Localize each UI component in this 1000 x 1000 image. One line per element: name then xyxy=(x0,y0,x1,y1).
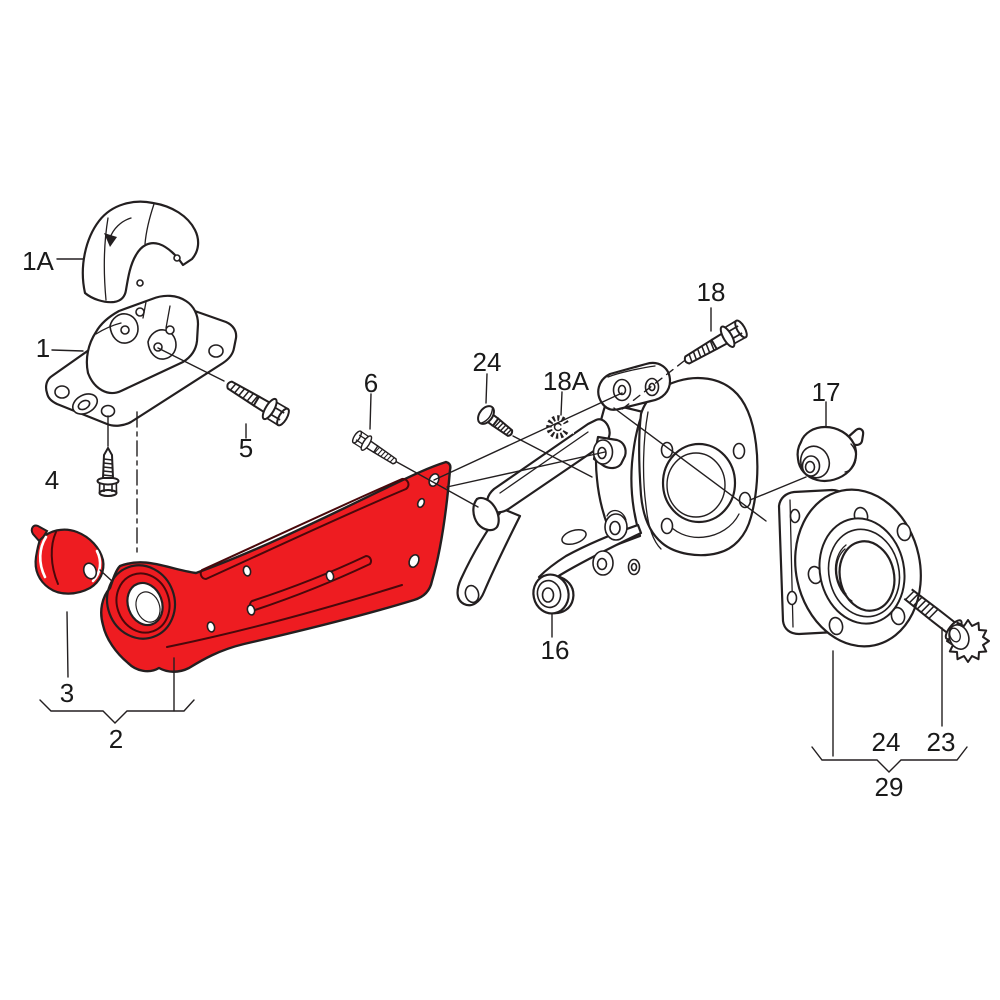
mounting-bracket-part-1 xyxy=(44,294,238,427)
callout-18a: 18A xyxy=(543,366,590,396)
leader-line xyxy=(157,347,225,382)
callout-1a: 1A xyxy=(22,246,54,276)
screw-part-4 xyxy=(96,445,120,497)
callout-3: 3 xyxy=(60,678,74,708)
leader-line xyxy=(485,373,488,404)
trailing-arm-part-2 xyxy=(100,460,452,673)
wheel-hub-part xyxy=(777,488,922,648)
wheel-bearing-housing xyxy=(456,361,759,607)
callout-24-bottom: 24 xyxy=(872,727,901,757)
hex-bolt-part-6 xyxy=(349,427,402,470)
axle-bolt-part-23 xyxy=(903,588,990,663)
callout-29: 29 xyxy=(875,772,904,802)
callout-4: 4 xyxy=(45,465,59,495)
leader-line xyxy=(749,476,807,501)
callout-18: 18 xyxy=(697,277,726,307)
leader-line xyxy=(369,393,372,430)
hex-bolt-part-18 xyxy=(678,316,752,373)
leader-line xyxy=(512,435,593,478)
bolt18-axis-dashed-line xyxy=(620,360,685,411)
callout-1: 1 xyxy=(36,333,50,363)
callout-5: 5 xyxy=(239,433,253,463)
callout-23: 23 xyxy=(927,727,956,757)
leader-line xyxy=(51,349,84,352)
callout-24-top: 24 xyxy=(473,347,502,377)
callout-6: 6 xyxy=(364,368,378,398)
bracket-cover-part-1a xyxy=(81,200,200,304)
group-brace-2 xyxy=(39,699,195,724)
leader-line xyxy=(560,391,563,416)
callout-2: 2 xyxy=(109,724,123,754)
bushing-part-17 xyxy=(796,425,865,483)
callout-16: 16 xyxy=(541,635,570,665)
hex-bolt-part-5 xyxy=(221,373,294,430)
callout-17: 17 xyxy=(812,377,841,407)
leader-line xyxy=(433,392,623,481)
leader-line xyxy=(99,569,114,583)
bushing-part-16 xyxy=(532,573,575,615)
leader-line xyxy=(66,611,69,678)
screw-part-24-top xyxy=(477,405,514,437)
bushing-part-3 xyxy=(30,524,105,595)
leader-line xyxy=(394,460,479,508)
leader-line xyxy=(446,451,606,488)
direction-arrow-icon xyxy=(104,217,132,247)
lock-washer-part-18a xyxy=(546,415,574,439)
group-brace-29 xyxy=(811,746,968,773)
